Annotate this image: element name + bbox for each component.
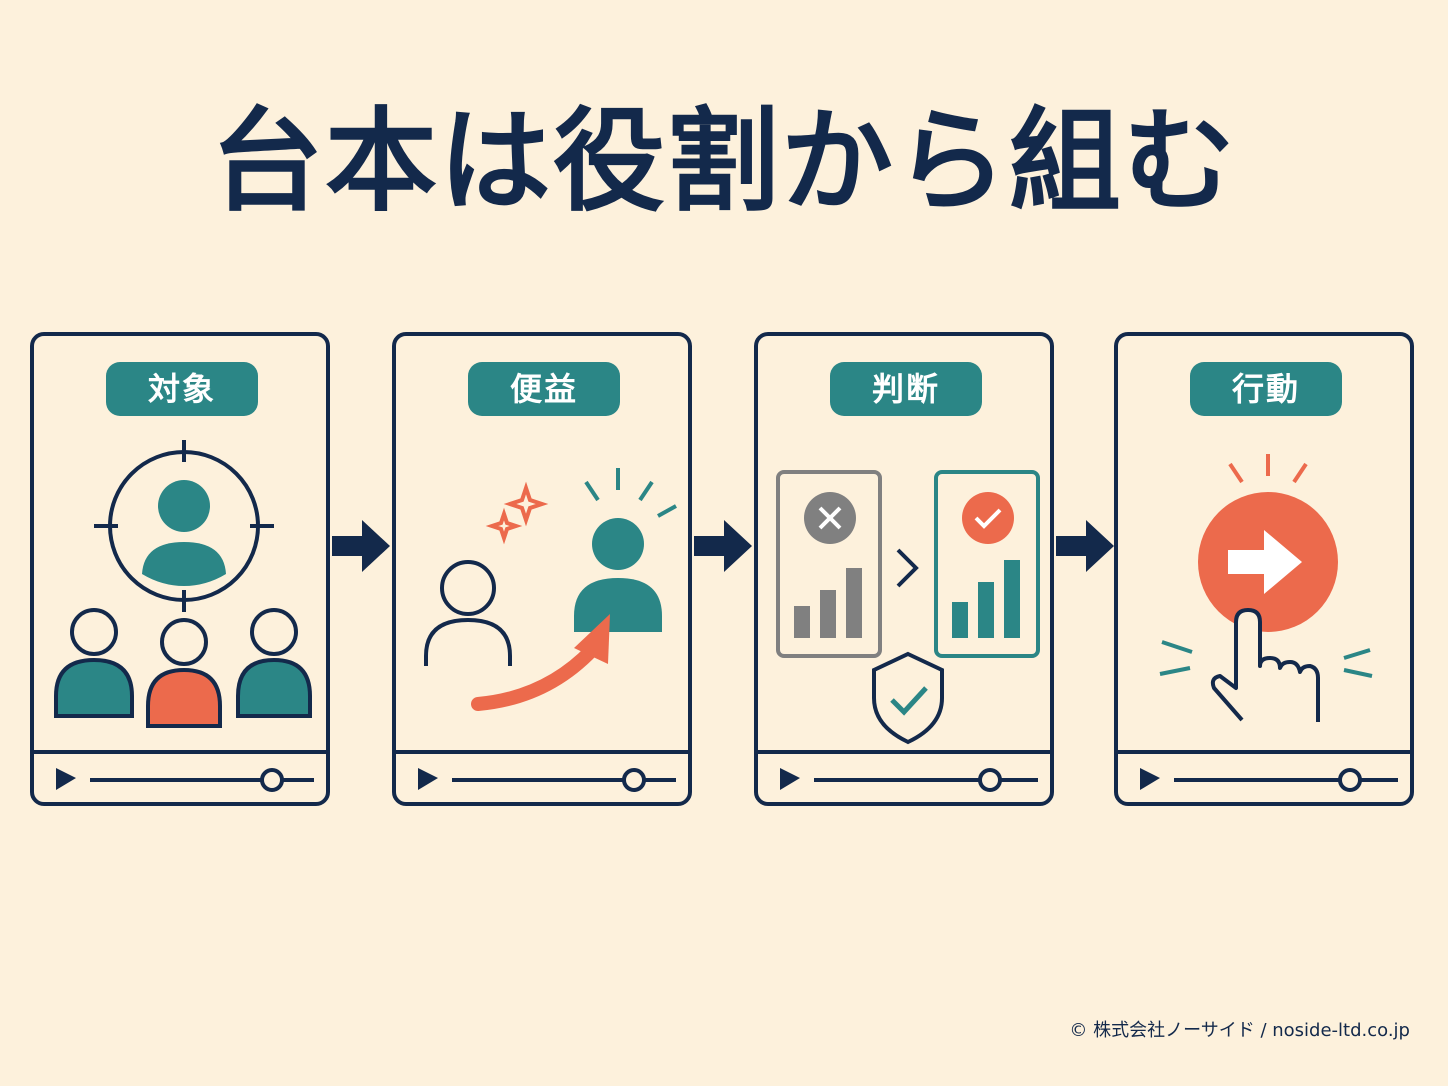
video-player-bar[interactable]: [34, 754, 326, 802]
arrow-right-icon: [694, 520, 752, 572]
step-badge-benefit: 便益: [468, 362, 620, 416]
step-card-target: 対象: [30, 332, 330, 806]
card-divider: [34, 750, 326, 754]
page-title: 台本は役割から組む: [211, 97, 1237, 227]
card-divider: [758, 750, 1050, 754]
card-divider: [1118, 750, 1410, 754]
copyright-footer: © 株式会社ノーサイド / noside-ltd.co.jp: [1069, 1020, 1410, 1041]
play-icon: [56, 768, 76, 790]
arrow-right-icon: [1056, 520, 1114, 572]
video-player-bar[interactable]: [758, 754, 1050, 802]
step-card-benefit: 便益: [392, 332, 692, 806]
benefit-growth-icon: [424, 468, 677, 711]
target-audience-icon: [54, 440, 312, 728]
play-icon: [780, 768, 800, 790]
click-action-icon: [1159, 454, 1373, 722]
arrow-right-icon: [332, 520, 390, 572]
step-card-action: 行動: [1114, 332, 1414, 806]
step-badge-judgment: 判断: [830, 362, 982, 416]
comparison-judgment-icon: [776, 470, 1040, 745]
step-badge-action: 行動: [1190, 362, 1342, 416]
step-card-judgment: 判断: [754, 332, 1054, 806]
video-player-bar[interactable]: [396, 754, 688, 802]
video-player-bar[interactable]: [1118, 754, 1410, 802]
step-badge-target: 対象: [106, 362, 258, 416]
play-icon: [1140, 768, 1160, 790]
card-divider: [396, 750, 688, 754]
play-icon: [418, 768, 438, 790]
